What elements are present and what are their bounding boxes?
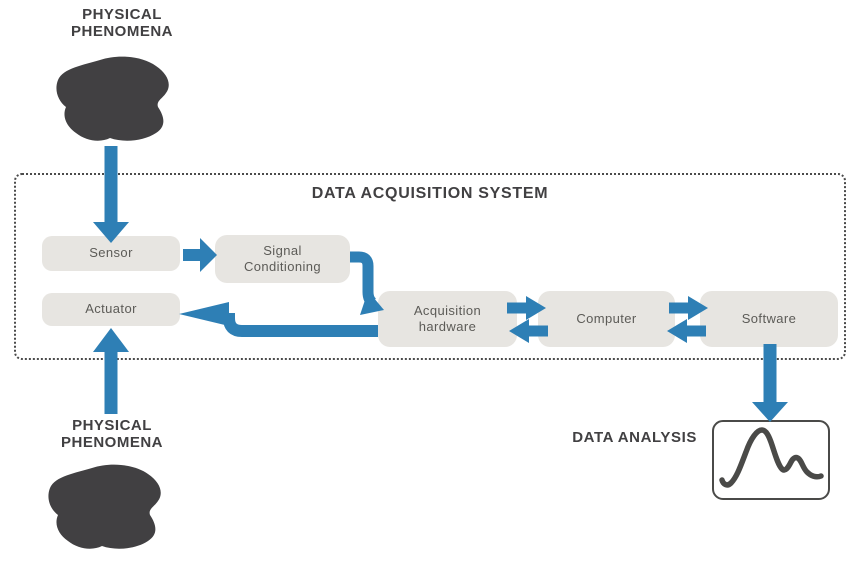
data-analysis-chart-box [712, 420, 830, 500]
node-signal-conditioning: Signal Conditioning [215, 235, 350, 283]
node-software: Software [700, 291, 838, 347]
peak-curve-icon [719, 427, 824, 488]
data-analysis-label: DATA ANALYSIS [572, 429, 697, 446]
physical-phenomena-label-bottom: PHYSICAL PHENOMENA [60, 417, 163, 452]
peak-curve-path [719, 427, 824, 488]
node-actuator: Actuator [42, 293, 180, 326]
daq-system-boundary [14, 173, 846, 360]
node-sensor: Sensor [42, 236, 180, 271]
node-computer: Computer [538, 291, 675, 347]
physical-phenomena-blob-top [56, 56, 169, 141]
daq-system-title: DATA ACQUISITION SYSTEM [311, 185, 549, 202]
node-acquisition-hardware: Acquisition hardware [378, 291, 517, 347]
physical-phenomena-label-top: PHYSICAL PHENOMENA [70, 6, 173, 41]
physical-phenomena-blob-bottom [48, 464, 161, 549]
